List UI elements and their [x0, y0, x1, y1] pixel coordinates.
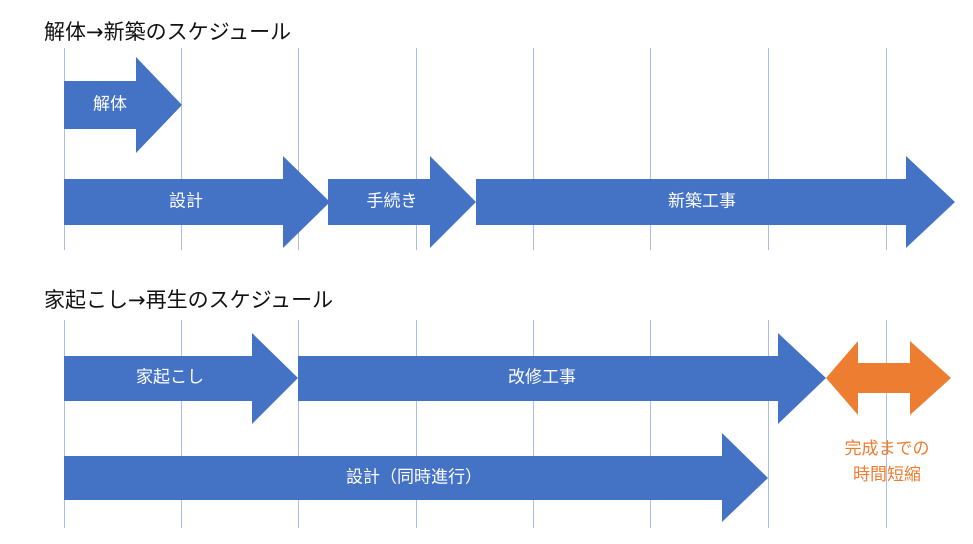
time-reduction-arrow: [826, 341, 951, 415]
time-reduction-note: 完成までの 時間短縮: [845, 436, 930, 488]
note-line-2: 時間短縮: [853, 465, 921, 485]
label-demolition: 解体: [93, 94, 127, 115]
arrow-design-a: [64, 156, 330, 248]
arrow-house-raising: [64, 333, 298, 424]
arrow-demolition: [64, 57, 182, 153]
label-house-raising: 家起こし: [136, 367, 204, 388]
heading-demolition-rebuild: 解体→新築のスケジュール: [44, 20, 292, 44]
arrow-design-parallel: [64, 433, 768, 522]
note-line-1: 完成までの: [844, 439, 930, 459]
arrow-renovation-work: [298, 333, 826, 424]
label-renovation-work: 改修工事: [508, 367, 576, 388]
arrow-new-construction: [476, 156, 955, 248]
label-design-parallel: 設計（同時進行）: [346, 467, 482, 488]
label-new-construction: 新築工事: [668, 191, 736, 212]
heading-renovation: 家起こし→再生のスケジュール: [44, 288, 334, 312]
label-design-a: 設計: [169, 191, 203, 212]
label-procedures: 手続き: [366, 191, 418, 212]
arrow-procedures: [328, 156, 476, 248]
